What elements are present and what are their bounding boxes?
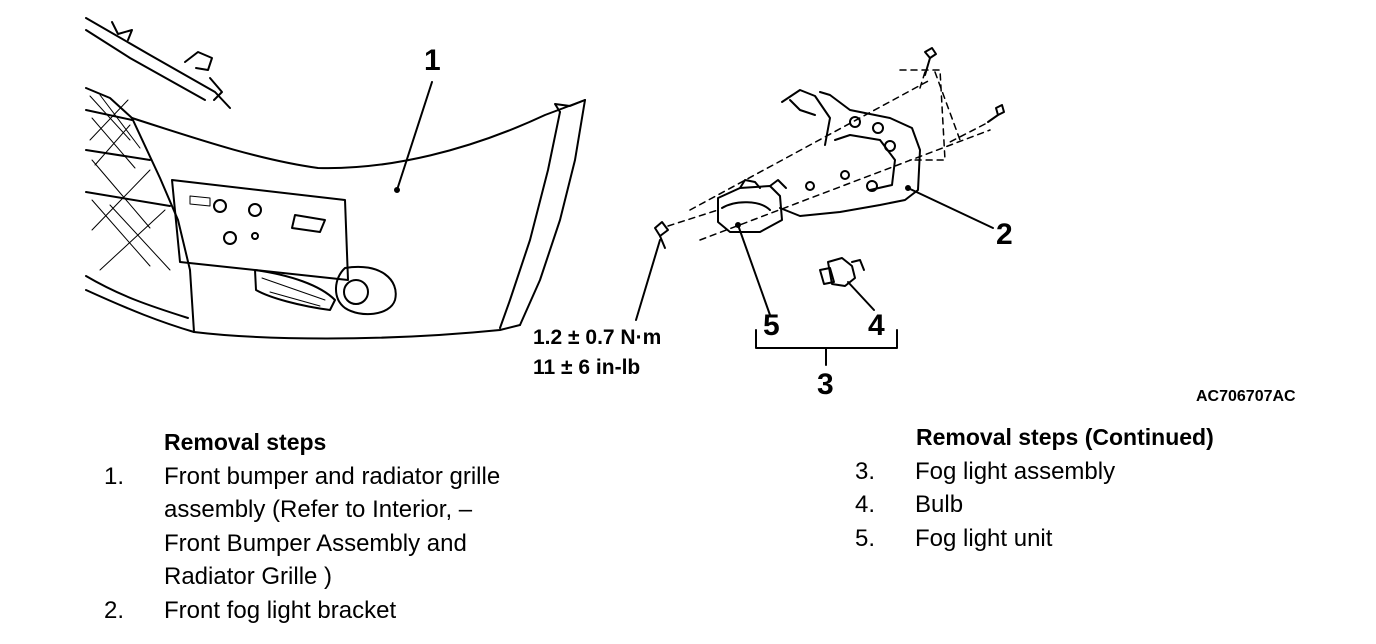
- step-text-line: Front Bumper Assembly and: [164, 529, 467, 557]
- callout-3: 3: [817, 368, 834, 401]
- callout-4: 4: [868, 309, 885, 342]
- front-bumper-drawing: [85, 17, 586, 340]
- torque-spec-metric: 1.2 ± 0.7 N·m: [533, 326, 662, 349]
- step-text: Fog light unit: [915, 524, 1053, 552]
- step-text-line: Front bumper and radiator grille: [164, 462, 501, 490]
- assembly-bracket-line: [755, 329, 898, 366]
- list-item: 4. Bulb: [855, 488, 1355, 522]
- removal-steps-heading: Removal steps: [164, 429, 327, 455]
- removal-steps-continued-heading: Removal steps (Continued): [916, 424, 1214, 450]
- step-text: Fog light assembly: [915, 457, 1116, 485]
- step-number: 2.: [104, 596, 125, 624]
- list-item: 1. Front bumper and radiator grille asse…: [104, 460, 624, 594]
- fog-light-bracket-drawing: [689, 47, 1005, 241]
- step-text: Front bumper and radiator grille assembl…: [164, 460, 624, 594]
- list-item: 2. Front fog light bracket: [104, 594, 624, 628]
- step-text-line: Radiator Grille ): [164, 563, 333, 590]
- step-text: Front fog light bracket: [164, 596, 397, 624]
- callout-2: 2: [996, 218, 1013, 251]
- figure-code: AC706707AC: [1196, 388, 1296, 405]
- list-item: 5. Fog light unit: [855, 522, 1355, 556]
- step-text: Bulb: [915, 491, 964, 518]
- bulb-drawing: [819, 257, 875, 311]
- step-number: 3.: [855, 457, 876, 485]
- torque-spec-imperial: 11 ± 6 in-lb: [533, 356, 641, 379]
- exploded-view-diagram: [85, 17, 1005, 366]
- callout-1: 1: [424, 44, 441, 77]
- step-number: 4.: [855, 491, 876, 518]
- removal-steps-continued-list: Removal steps (Continued) 3. Fog light a…: [855, 421, 1355, 555]
- callout-5: 5: [763, 309, 780, 342]
- step-number: 1.: [104, 462, 125, 490]
- removal-steps-list: Removal steps 1. Front bumper and radiat…: [104, 426, 624, 627]
- list-item: 3. Fog light assembly: [855, 455, 1355, 489]
- step-number: 5.: [855, 524, 876, 552]
- fog-light-unit-drawing: [635, 179, 787, 321]
- step-text-line: assembly (Refer to Interior, –: [164, 496, 473, 523]
